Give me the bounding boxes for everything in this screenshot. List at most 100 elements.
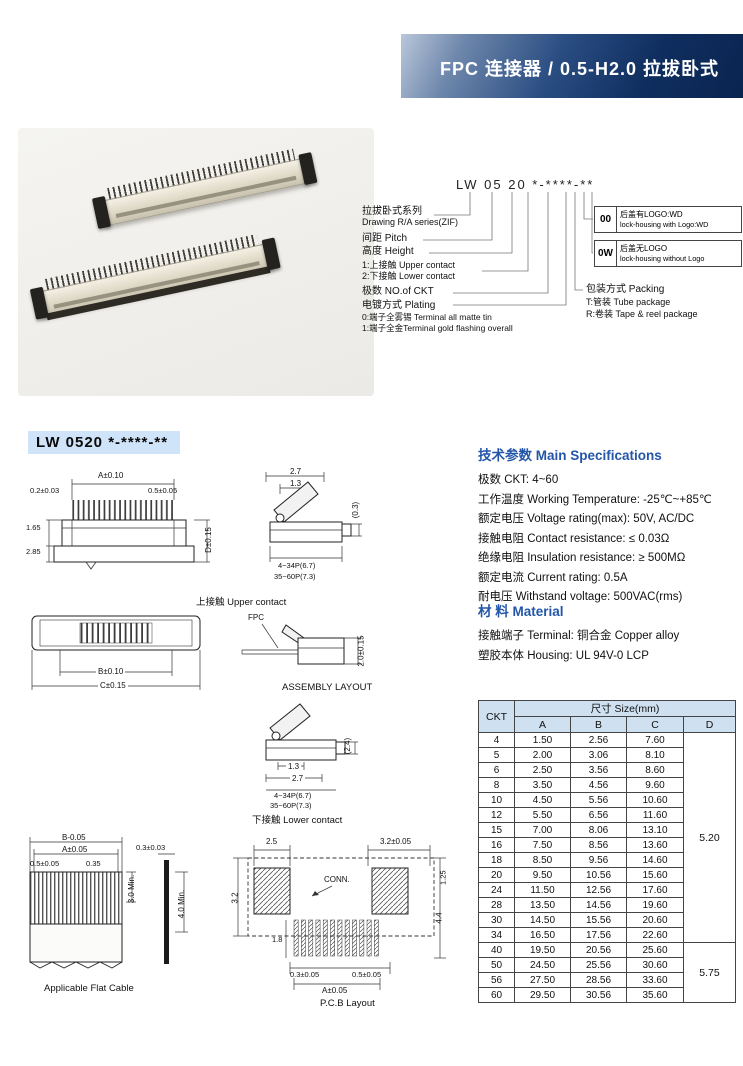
assembly-side-svg [241, 623, 362, 665]
size-table-cell: 24 [478, 882, 515, 898]
drawing-assembly-side: FPC 2.0±0.15 ASSEMBLY LAYOUT [240, 602, 390, 697]
size-table-cell: 8 [478, 777, 515, 793]
logo-zh: 后盖有LOGO:WD [620, 210, 683, 220]
size-table-cell: 4.50 [514, 792, 571, 808]
size-table-cell: 9.60 [626, 777, 684, 793]
connector-slot [53, 261, 260, 309]
col-header-a: A [514, 716, 571, 733]
size-table-cell: 56 [478, 972, 515, 988]
pn-pitch: 间距 Pitch [362, 233, 408, 244]
col-header-size: 尺寸 Size(mm) [514, 700, 736, 717]
size-table-cell: 7.50 [514, 837, 571, 853]
size-table-cell: 15.56 [570, 912, 627, 928]
size-table-cell: 3.50 [514, 777, 571, 793]
dim-label: 0.35 [86, 859, 101, 868]
size-table-cell: 13.60 [626, 837, 684, 853]
drawing-upper-contact-side: 2.7 1.3 (0.3) 4~34P(6.7) 35~60P(7.3) [250, 468, 365, 593]
size-table-cell: 5.56 [570, 792, 627, 808]
size-table-cell: 3.06 [570, 747, 627, 763]
drawing-pcb-layout: 2.5 3.2±0.05 CONN. 1.25 3.2 4.4 1.8 0.3±… [228, 836, 470, 1010]
drawing-flat-cable: B-0.05 A±0.05 0.5±0.05 0.35 3.0 Min. 0.3… [18, 832, 213, 997]
flat-cable-caption: Applicable Flat Cable [44, 983, 134, 994]
dim-label: 4.4 [434, 912, 444, 924]
dim-label: 2.85 [26, 547, 41, 556]
col-header-b: B [570, 716, 627, 733]
spec-item: 工作温度 Working Temperature: -25℃~+85℃ [478, 493, 712, 506]
flat-cable-svg [29, 837, 188, 969]
size-table-cell: 2.50 [514, 762, 571, 778]
size-table-cell: 9.56 [570, 852, 627, 868]
pn-contact-upper: 1:上接触 Upper contact [362, 260, 456, 270]
size-table-cell: 2.56 [570, 732, 627, 748]
size-table-cell: 24.50 [514, 957, 571, 973]
drawing-upper-contact-front: A±0.10 0.2±0.03 0.5±0.05 1.65 2.85 D±0.1… [24, 470, 234, 590]
size-table-cell: 17.56 [570, 927, 627, 943]
material-item: 接触端子 Terminal: 铜合金 Copper alloy [478, 630, 680, 642]
size-table-cell: 7.00 [514, 822, 571, 838]
dim-label: 1.25 [438, 870, 448, 886]
size-table-cell: 10 [478, 792, 515, 808]
upper-contact-caption: 上接触 Upper contact [196, 597, 287, 608]
dim-label: 0.5±0.05 [30, 859, 60, 868]
packing-reel: R:卷装 Tape & reel package [586, 309, 698, 319]
dim-label: 3.2 [230, 892, 240, 904]
dim-label: 4~34P(6.7) [274, 791, 312, 800]
size-table-cell: 11.50 [514, 882, 571, 898]
pn-plating: 电镀方式 Plating [362, 300, 436, 311]
lower-side-svg [265, 703, 358, 791]
size-table-cell: 28.56 [570, 972, 627, 988]
dim-label: 2.7 [290, 467, 302, 476]
size-table-cell: 30 [478, 912, 515, 928]
size-table-cell: 6 [478, 762, 515, 778]
lower-contact-caption: 下接触 Lower contact [252, 815, 343, 826]
dim-label: 3.0 Min. [127, 874, 137, 904]
dim-label: 2.7 [290, 774, 306, 783]
upper-front-svg [46, 479, 210, 570]
size-table-cell: 1.50 [514, 732, 571, 748]
dim-label: A±0.05 [62, 845, 88, 854]
size-table-cell: 29.50 [514, 987, 571, 1003]
material-list: 接触端子 Terminal: 铜合金 Copper alloy 塑胶本体 Hous… [478, 627, 743, 666]
pn-series-en: Drawing R/A series(ZIF) [362, 217, 459, 227]
product-photo [18, 128, 374, 396]
size-table-cell: 5.50 [514, 807, 571, 823]
dim-label: 3.2±0.05 [380, 837, 412, 846]
size-table-cell: 14.56 [570, 897, 627, 913]
dim-label: 35~60P(7.3) [270, 801, 312, 810]
dim-label: 0.2±0.03 [30, 486, 60, 495]
spec-item: 额定电压 Voltage rating(max): 50V, AC/DC [478, 513, 695, 525]
drawing-assembly-front: B±0.10 C±0.15 [24, 610, 209, 695]
col-header-c: C [626, 716, 684, 733]
dim-label: 2.0±0.15 [356, 635, 366, 667]
logo-code: 00 [595, 207, 617, 232]
size-table-cell: 50 [478, 957, 515, 973]
col-header-d: D [683, 716, 736, 733]
size-table-cell: 33.60 [626, 972, 684, 988]
dim-label: 0.5±0.05 [148, 486, 178, 495]
size-table-cell: 2.00 [514, 747, 571, 763]
dim-label: 0.5±0.05 [352, 970, 382, 979]
size-table-cell: 4 [478, 732, 515, 748]
size-table-cell: 27.50 [514, 972, 571, 988]
size-table-cell: 4.56 [570, 777, 627, 793]
size-table-cell: 10.60 [626, 792, 684, 808]
size-table-cell: 9.50 [514, 867, 571, 883]
material-item: 塑胶本体 Housing: UL 94V-0 LCP [478, 649, 649, 662]
dim-label: A±0.10 [98, 471, 124, 480]
size-table-cell: 34 [478, 927, 515, 943]
size-table-cell: 7.60 [626, 732, 684, 748]
logo-box-00: 00 后盖有LOGO:WD lock-housing with Logo:WD [594, 206, 742, 233]
spec-item: 耐电压 Withstand voltage: 500VAC(rms) [478, 591, 683, 603]
size-table-cell: 14.60 [626, 852, 684, 868]
col-header-ckt: CKT [478, 700, 515, 733]
dim-label: 4.0 Min. [177, 889, 187, 919]
part-number-code: LW 05 20 *-****-** [456, 177, 595, 192]
size-table-cell: 60 [478, 987, 515, 1003]
